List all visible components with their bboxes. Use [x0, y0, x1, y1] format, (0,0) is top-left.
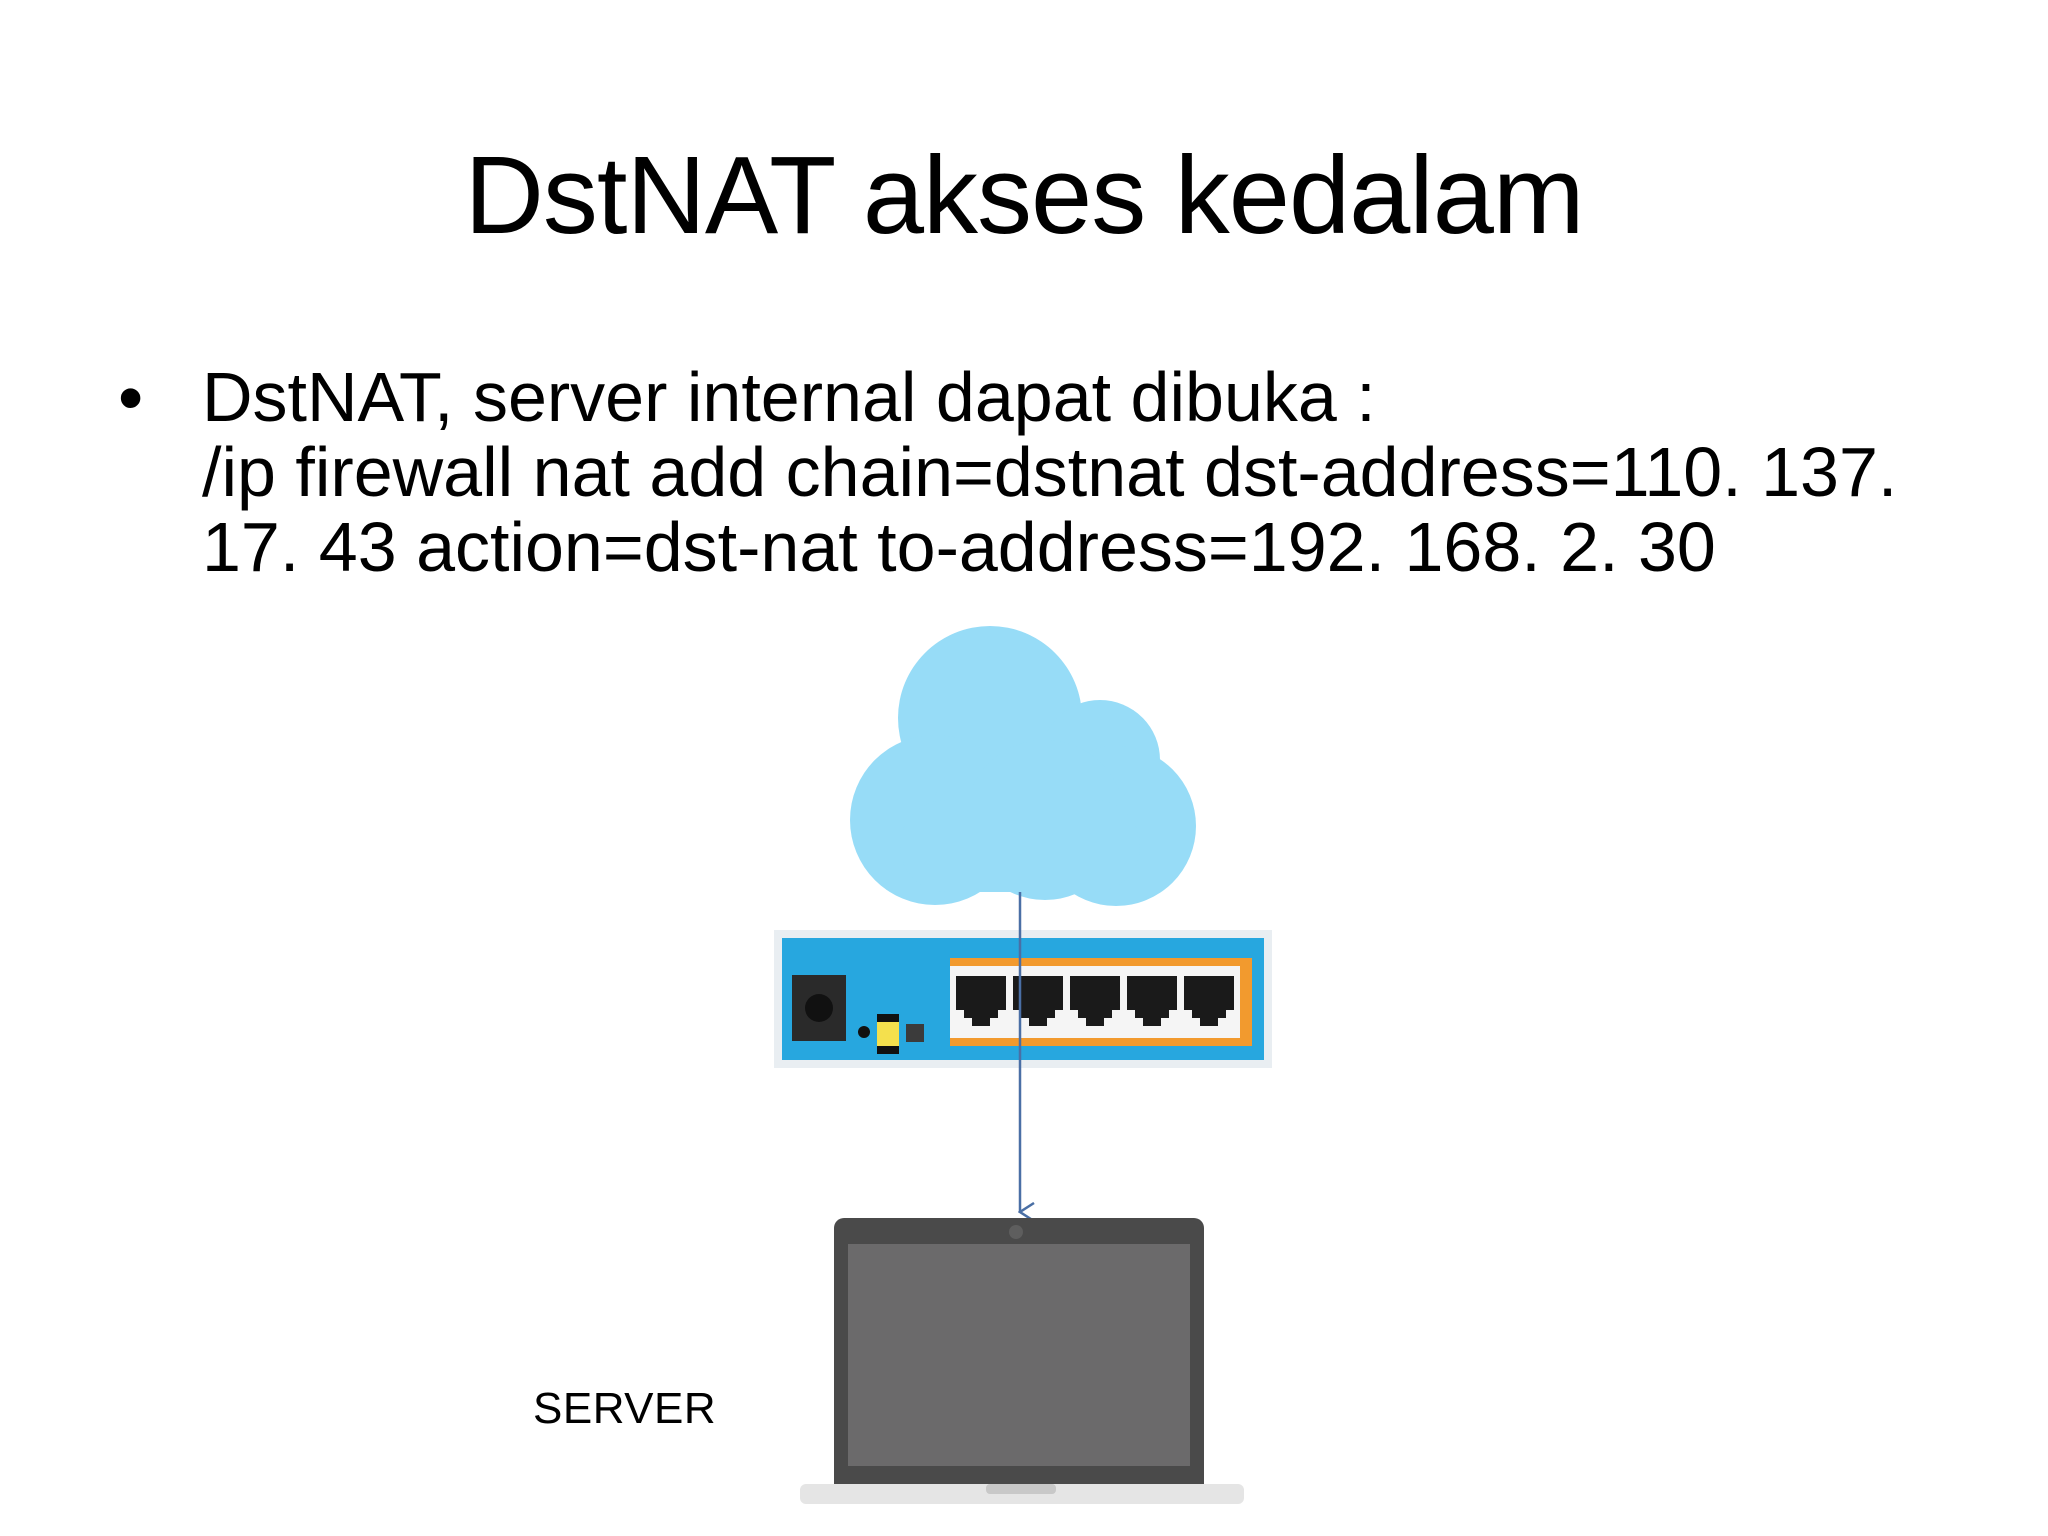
ethernet-port [956, 976, 1006, 1026]
ethernet-ports [956, 976, 1234, 1026]
ethernet-port [1013, 976, 1063, 1026]
reset-button-bottom [877, 1046, 899, 1054]
bullet-line-command-cont: 17. 43 action=dst-nat to-address=192. 16… [202, 508, 1716, 586]
bullet-line-command: /ip firewall nat add chain=dstnat dst-ad… [202, 433, 1898, 511]
cloud-icon [850, 626, 1196, 906]
reset-button [877, 1020, 899, 1048]
bullet-line-intro: DstNAT, server internal dapat dibuka : [202, 358, 1376, 436]
laptop-screen [848, 1244, 1190, 1466]
usb-port [906, 1024, 924, 1042]
router-icon [774, 930, 1272, 1068]
server-label: SERVER [533, 1384, 717, 1433]
laptop-notch [986, 1484, 1056, 1494]
ethernet-port [1127, 976, 1177, 1026]
status-led [858, 1026, 870, 1038]
laptop-icon [800, 1218, 1244, 1504]
bullet-marker: • [118, 358, 144, 438]
ethernet-port [1184, 976, 1234, 1026]
ethernet-port [1070, 976, 1120, 1026]
power-jack-hole [805, 994, 833, 1022]
reset-button-top [877, 1014, 899, 1022]
slide-title: DstNAT akses kedalam [464, 134, 1584, 257]
laptop-camera [1009, 1225, 1023, 1239]
bullet-text: DstNAT, server internal dapat dibuka : /… [202, 360, 1992, 585]
